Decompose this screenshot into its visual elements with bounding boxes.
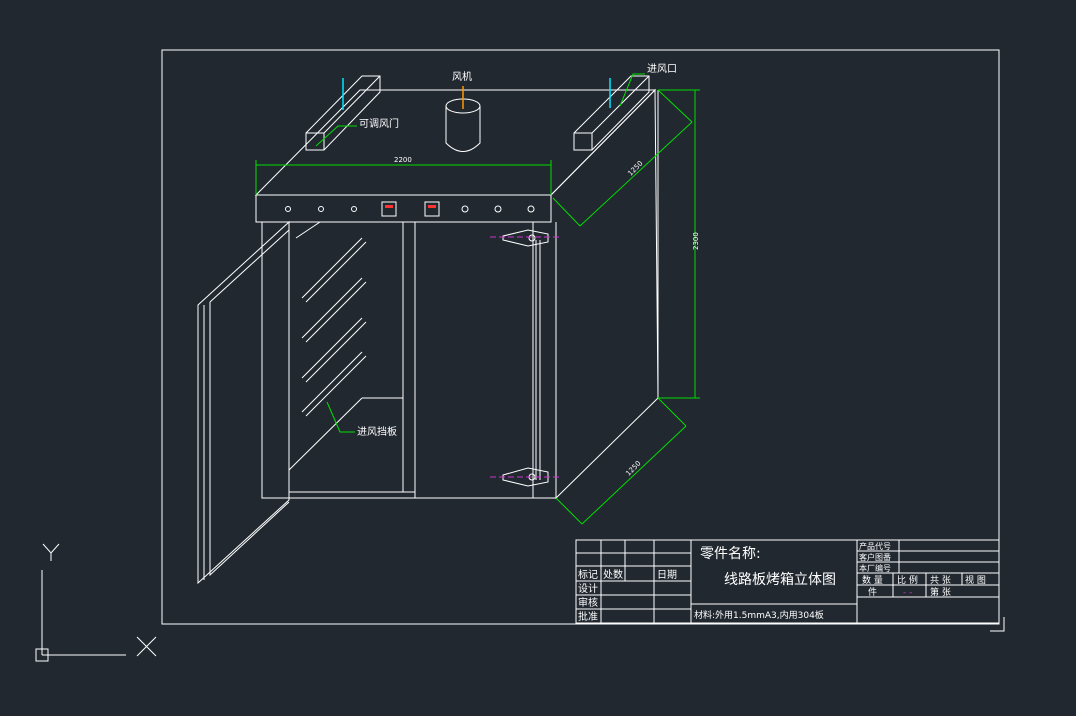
shelf-slots: [288, 221, 367, 471]
row-sheet-number: 第 张: [930, 586, 951, 598]
row-approve: 批准: [578, 610, 598, 623]
drawing-border: [161, 49, 1000, 625]
header-quantity: 数 量: [862, 574, 883, 586]
air-inlet-duct-right: [573, 75, 650, 151]
row-design: 设计: [578, 582, 598, 595]
dimension-lines: [255, 89, 700, 525]
border-corner-mark: [990, 617, 1005, 632]
adjustable-damper-label: 可调风门: [359, 117, 399, 130]
scale-value: - -: [903, 588, 912, 598]
row-review: 审核: [578, 596, 598, 609]
rev-col-mark: 标记: [578, 569, 598, 581]
info-customer-drawing: 客户图番: [859, 552, 891, 562]
info-product-code: 产品代号: [859, 541, 891, 551]
fan-cylinder: [445, 86, 481, 152]
drawing-title: 线路板烤箱立体图: [724, 572, 836, 588]
rev-col-count: 处数: [603, 568, 623, 581]
dimension-width: 2200: [394, 156, 412, 164]
fan-label: 风机: [452, 70, 472, 83]
material-spec: 材料:外用1.5mmA3,内用304板: [694, 609, 824, 621]
leader-lines: [315, 73, 645, 433]
row-pieces: 件: [868, 586, 877, 598]
control-panel: [285, 201, 535, 217]
hinge-top: [490, 229, 560, 247]
part-name-label: 零件名称:: [700, 546, 761, 562]
air-inlet-duct-left: [305, 75, 381, 151]
title-block-text: 标记 处数 日期 设计 审核 批准 零件名称: 线路板烤箱立体图 材料:外用1.…: [578, 541, 986, 623]
header-total-sheets: 共 张: [930, 575, 951, 586]
hinge-bottom: [490, 467, 560, 487]
ucs-icon: [35, 543, 157, 662]
info-factory-number: 本厂编号: [859, 563, 891, 573]
dimension-height: 2300: [692, 232, 700, 250]
air-inlet-label: 进风口: [647, 63, 677, 75]
title-block: [575, 539, 1000, 624]
inlet-baffle-label: 进风挡板: [357, 425, 397, 438]
header-scale: 比 例: [897, 574, 918, 586]
rev-col-date: 日期: [657, 569, 677, 581]
left-door[interactable]: [197, 220, 290, 585]
header-view: 视 图: [965, 574, 986, 586]
oven-frame: [254, 88, 659, 500]
